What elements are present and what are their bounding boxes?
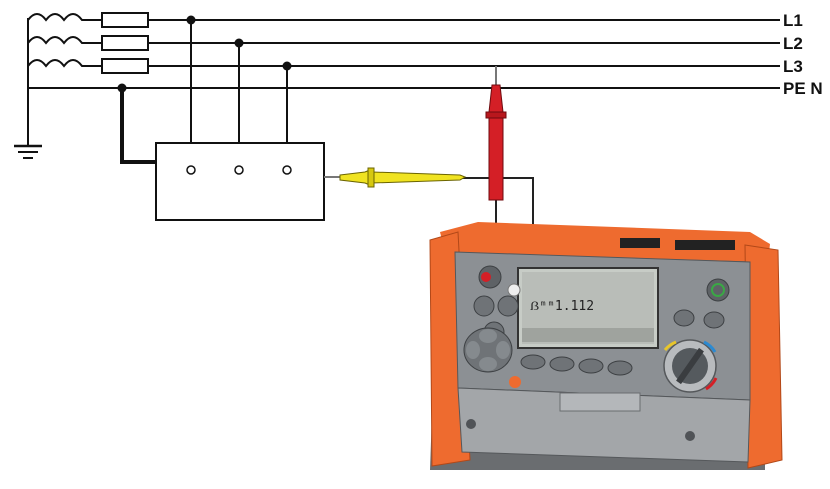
transformer-coils <box>27 13 102 68</box>
screw-right-icon <box>685 431 695 441</box>
navigation-pad[interactable] <box>463 327 513 373</box>
terminal-l3 <box>282 165 292 175</box>
line-labels: L1 L2 L3 PE N <box>783 11 823 98</box>
right-button-2[interactable] <box>703 311 725 329</box>
lcd-reading: ẞᵐᵐ1.112 <box>530 299 594 314</box>
line-label-pen: PE N <box>783 79 823 98</box>
screw-left-icon <box>466 419 476 429</box>
line-label-l3: L3 <box>783 57 803 76</box>
red-test-probe <box>485 66 507 201</box>
fuses <box>101 12 149 74</box>
installation-tester-meter: ẞᵐᵐ1.112 <box>429 222 783 470</box>
softkey-4[interactable] <box>607 360 633 376</box>
softkey-2[interactable] <box>549 356 575 372</box>
softkey-1[interactable] <box>520 354 546 370</box>
terminal-l1 <box>186 165 196 175</box>
load-enclosure <box>155 142 325 221</box>
function-button-2[interactable] <box>497 295 519 317</box>
brand-logo-icon <box>509 376 521 388</box>
terminal-l2 <box>234 165 244 175</box>
star-point-and-earth <box>14 18 780 159</box>
junction-dots <box>117 15 292 93</box>
esc-button[interactable] <box>706 278 730 302</box>
esc-ring-icon <box>711 283 725 297</box>
right-button-1[interactable] <box>673 309 695 327</box>
yellow-test-probe <box>324 167 467 188</box>
phase-lines <box>148 19 780 67</box>
function-button-1[interactable] <box>473 295 495 317</box>
power-button[interactable] <box>507 283 521 297</box>
line-label-l2: L2 <box>783 34 803 53</box>
start-button-indicator-icon <box>481 272 491 282</box>
softkey-3[interactable] <box>578 358 604 374</box>
line-label-l1: L1 <box>783 11 803 30</box>
